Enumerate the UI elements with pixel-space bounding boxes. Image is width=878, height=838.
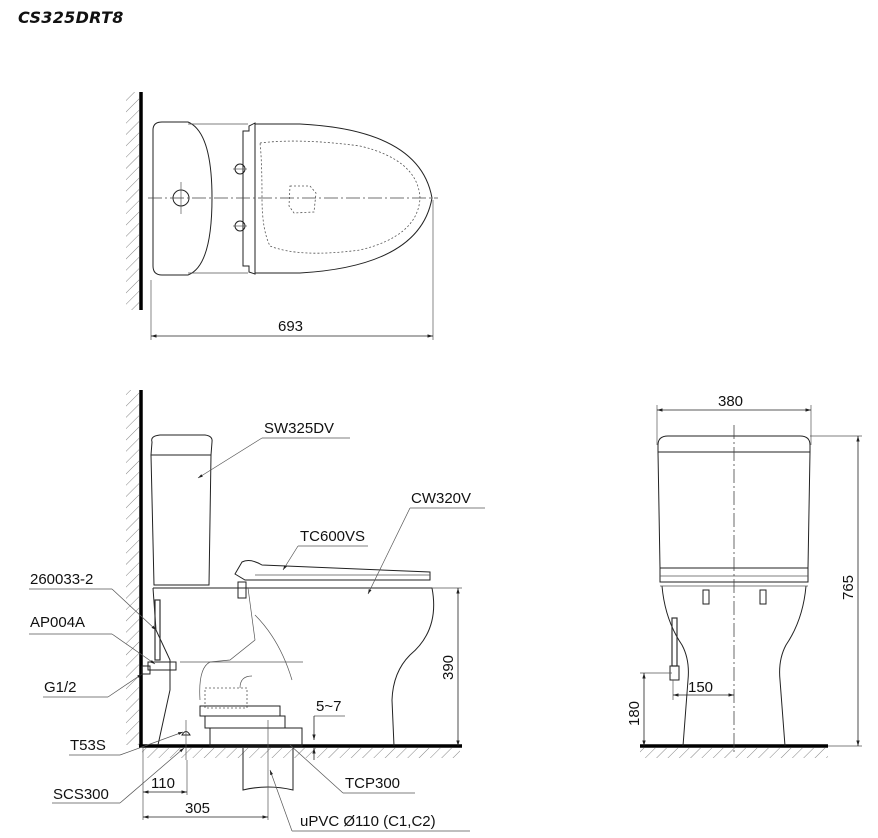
hinge-plate bbox=[242, 122, 256, 275]
seat-bolt bbox=[702, 589, 710, 605]
tank-lid bbox=[150, 434, 213, 456]
label-bolt: T53S bbox=[70, 737, 106, 754]
flex-hose bbox=[671, 617, 678, 667]
dim-inlet-height: 180 bbox=[626, 701, 643, 726]
front-view: 380 765 180 150 bbox=[626, 393, 862, 758]
floor-hatch bbox=[142, 748, 460, 758]
stop-valve bbox=[147, 661, 177, 671]
dim-total-height: 765 bbox=[840, 575, 857, 600]
top-view: 693 bbox=[126, 92, 438, 340]
label-valve: AP004A bbox=[30, 614, 85, 631]
seat-bolt bbox=[237, 581, 247, 599]
seat-outline bbox=[234, 560, 431, 581]
label-screw: SCS300 bbox=[53, 786, 109, 803]
seat-lid-outline bbox=[254, 123, 433, 274]
tank-outline bbox=[152, 121, 213, 276]
model-title: CS325DRT8 bbox=[18, 8, 124, 27]
label-flange: TCP300 bbox=[345, 775, 400, 792]
tank-body bbox=[150, 454, 212, 586]
flange-ring bbox=[204, 715, 286, 729]
tank-lid bbox=[657, 435, 811, 453]
dim-inlet-offset: 150 bbox=[688, 679, 713, 696]
label-bowl: CW320V bbox=[411, 490, 471, 507]
seat-bolt bbox=[759, 589, 767, 605]
dim-bolt-offset: 110 bbox=[151, 775, 175, 792]
flex-hose bbox=[154, 599, 161, 661]
wall-hatch bbox=[126, 390, 139, 745]
label-thread: G1/2 bbox=[44, 679, 77, 696]
label-pipe: uPVC Ø110 (C1,C2) bbox=[300, 813, 436, 830]
bowl-opening bbox=[259, 140, 421, 254]
label-hose: 260033-2 bbox=[30, 571, 93, 588]
bowl-outline bbox=[153, 587, 435, 747]
wall-hatch bbox=[126, 92, 139, 310]
dim-length: 693 bbox=[278, 318, 303, 335]
label-seat: TC600VS bbox=[300, 528, 365, 545]
seat-band bbox=[659, 567, 809, 583]
floor-hatch bbox=[640, 748, 828, 758]
label-tank: SW325DV bbox=[264, 420, 334, 437]
side-view: SW325DV CW320V TC600VS 260033-2 AP004A G… bbox=[29, 390, 485, 832]
bowl-outline bbox=[661, 585, 689, 747]
dim-width: 380 bbox=[718, 393, 743, 410]
dim-outlet-distance: 305 bbox=[185, 800, 210, 817]
dim-seat-height: 390 bbox=[440, 655, 457, 680]
dim-gap: 5~7 bbox=[316, 698, 341, 715]
drain-outline bbox=[288, 185, 317, 214]
